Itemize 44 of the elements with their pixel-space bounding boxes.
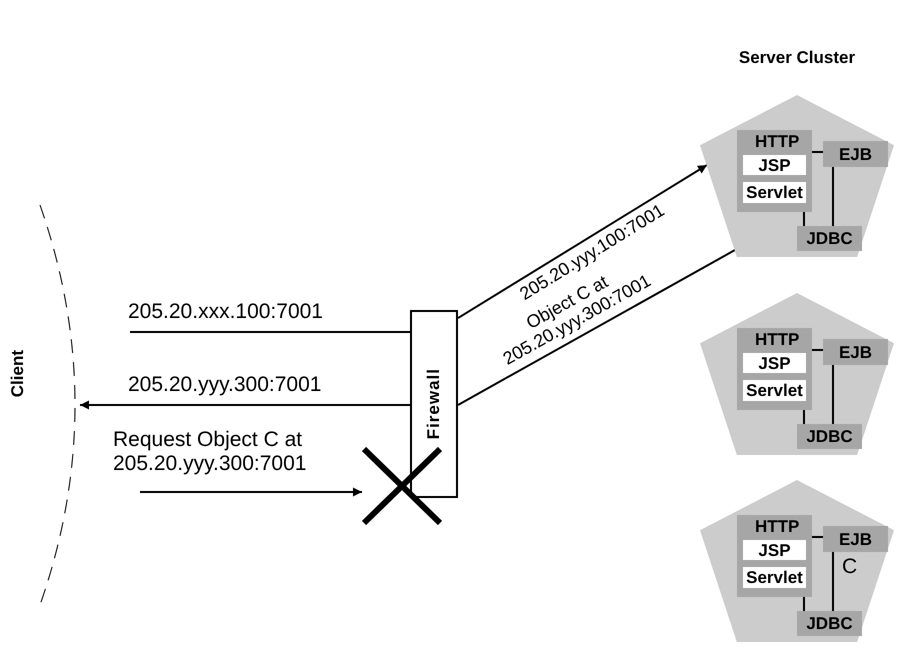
connector-line	[458, 249, 736, 406]
edge-label: Request Object C at 205.20.yyy.300:7001	[113, 428, 308, 476]
connector-line	[802, 410, 806, 424]
box-heading: HTTP	[755, 133, 800, 150]
container-box	[737, 515, 812, 597]
connector-line	[802, 212, 806, 226]
component-box: JSP	[743, 353, 806, 373]
connector-line	[812, 536, 823, 538]
component-box: EJB	[823, 141, 888, 167]
component-box: JSP	[743, 155, 806, 175]
connector-line	[832, 365, 834, 424]
server-pentagon	[700, 95, 894, 257]
cross-mark	[362, 447, 442, 525]
component-box: Servlet	[743, 380, 806, 401]
cluster-heading: Server Cluster	[738, 48, 856, 68]
component-box: JDBC	[797, 611, 862, 636]
component-box: EJB	[823, 339, 888, 365]
component-box: JSP	[743, 540, 806, 560]
edge-label: 205.20.xxx.100:7001	[128, 300, 323, 324]
connector-line	[80, 400, 410, 410]
node-label: Firewall	[424, 368, 444, 440]
node-label: Client	[8, 350, 28, 398]
server-pentagon	[700, 480, 894, 642]
component-box: JDBC	[797, 226, 862, 251]
edge-label: 205.20.yyy.300:7001	[128, 373, 322, 397]
box-heading: HTTP	[755, 518, 800, 535]
connector-line	[802, 597, 806, 611]
connector-line	[832, 167, 834, 226]
container-box	[737, 328, 812, 410]
object-label: C	[842, 556, 858, 577]
connector-line	[457, 164, 708, 319]
connector-line	[130, 331, 410, 333]
component-box: EJB	[823, 526, 888, 552]
firewall-box	[410, 310, 458, 498]
component-box: Servlet	[743, 567, 806, 588]
connector-line	[140, 488, 362, 496]
server-pentagon	[700, 293, 894, 455]
connector-line	[812, 150, 823, 153]
container-box	[737, 130, 812, 212]
component-box: Servlet	[743, 182, 806, 203]
connector-line	[812, 348, 823, 351]
box-heading: HTTP	[755, 331, 800, 348]
connector-line	[832, 552, 834, 611]
component-box: JDBC	[797, 424, 862, 449]
